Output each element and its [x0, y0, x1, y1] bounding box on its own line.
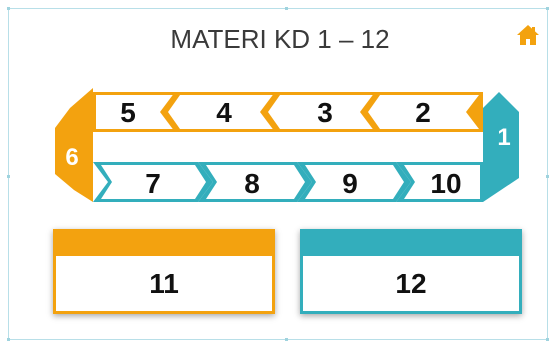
path-step-6[interactable]: 6 — [55, 88, 93, 202]
path-step-label: 5 — [120, 97, 136, 128]
resize-handle — [546, 175, 549, 178]
path-step-label: 1 — [497, 124, 510, 151]
path-step-label: 7 — [145, 168, 161, 199]
card-header-band — [303, 232, 519, 256]
resize-handle — [546, 7, 549, 10]
path-step-label: 2 — [415, 97, 431, 128]
resize-handle — [7, 175, 10, 178]
card-12[interactable]: 12 — [300, 229, 522, 314]
path-step-label: 4 — [216, 97, 232, 128]
path-step-9[interactable]: 9 — [297, 162, 411, 202]
page-title: MATERI KD 1 – 12 — [170, 24, 390, 54]
resize-handle — [285, 7, 288, 10]
home-button[interactable] — [515, 22, 541, 48]
slide-frame — [8, 8, 548, 340]
resize-handle — [7, 338, 10, 341]
path-step-label: 6 — [65, 144, 78, 171]
path-step-label: 10 — [430, 168, 461, 199]
card-label: 12 — [395, 267, 427, 299]
path-step-8[interactable]: 8 — [198, 162, 312, 202]
card-header-band — [56, 232, 272, 256]
resize-handle — [7, 7, 10, 10]
resize-handle — [285, 338, 288, 341]
card-label: 11 — [149, 267, 179, 299]
path-step-label: 9 — [342, 168, 358, 199]
resize-handle — [546, 338, 549, 341]
home-icon — [517, 25, 539, 45]
path-step-4[interactable]: 4 — [160, 92, 283, 132]
path-step-2[interactable]: 2 — [360, 92, 483, 132]
path-step-label: 8 — [244, 168, 260, 199]
path-step-10[interactable]: 10 — [396, 162, 483, 202]
path-step-3[interactable]: 3 — [260, 92, 383, 132]
card-11[interactable]: 11 — [53, 229, 275, 314]
path-step-5[interactable]: 5 — [93, 92, 183, 132]
path-step-1[interactable]: 1 — [483, 92, 519, 202]
path-step-7[interactable]: 7 — [93, 162, 213, 202]
path-step-label: 3 — [317, 97, 333, 128]
